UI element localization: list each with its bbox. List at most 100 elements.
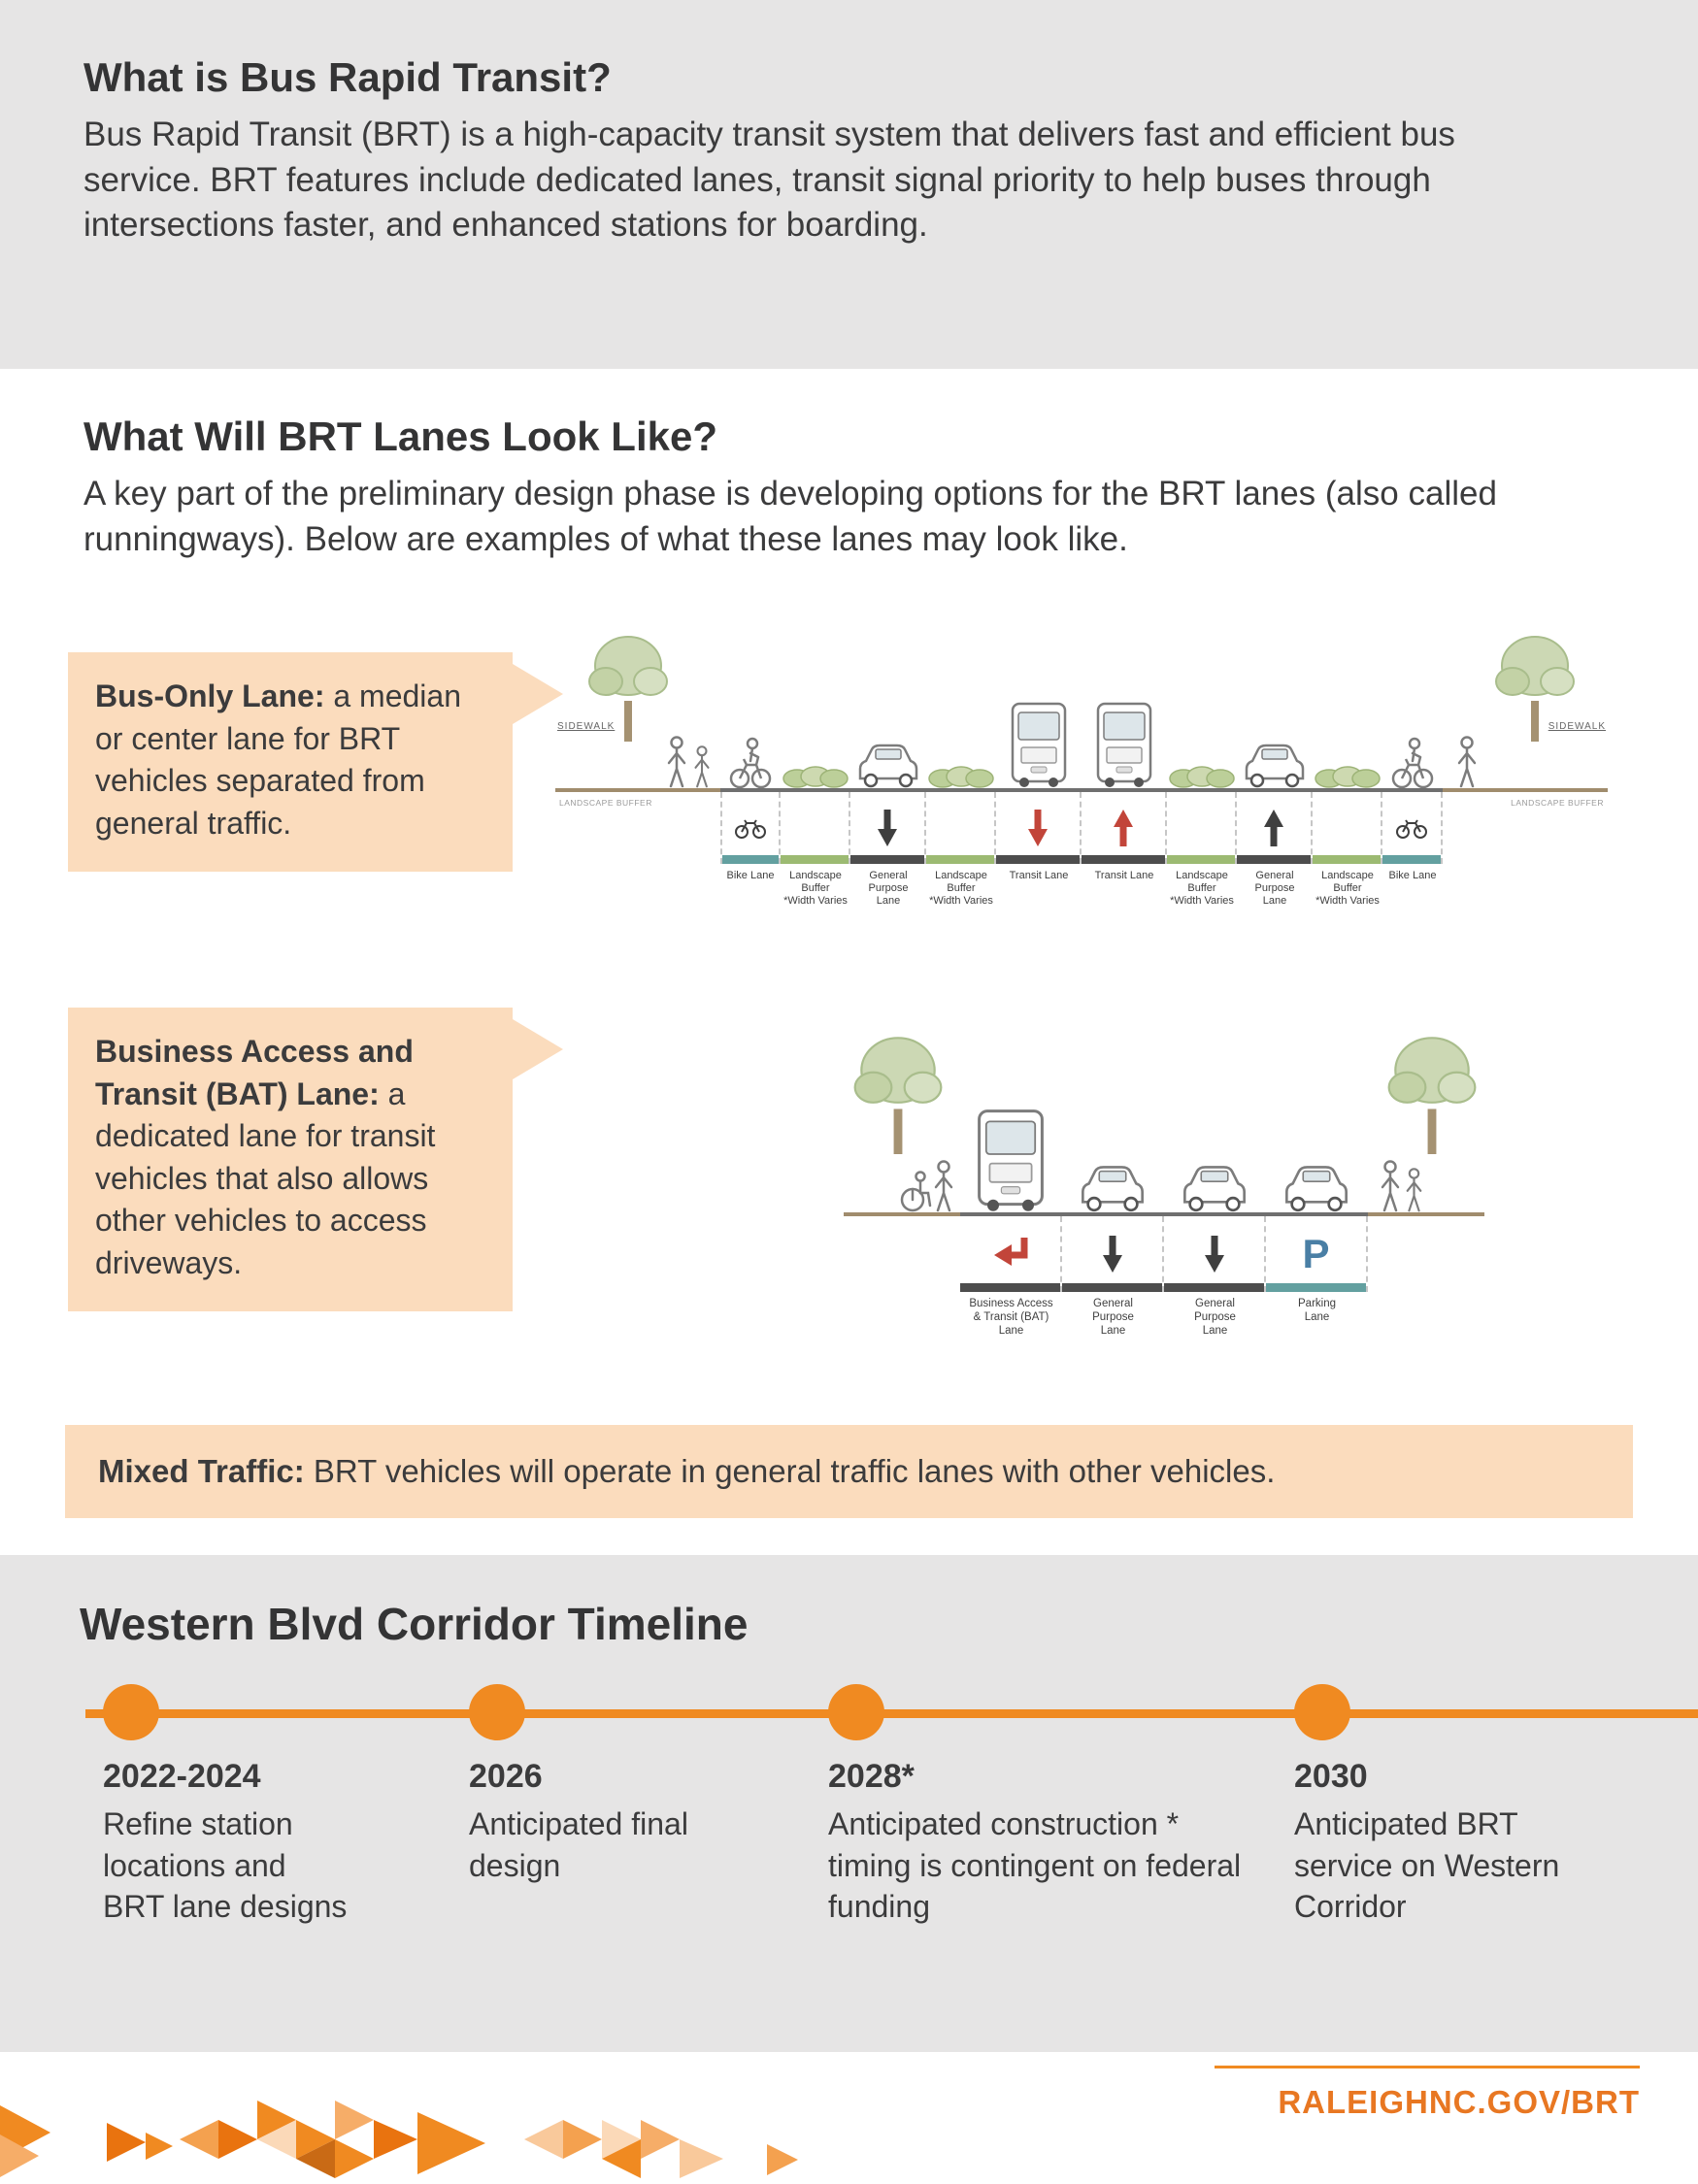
tree-icon: [853, 1037, 943, 1154]
legend-spacer: [844, 1216, 960, 1338]
milestone-desc: Refine station locations and BRT lane de…: [103, 1806, 348, 1925]
sidewalk-label: SIDEWALK: [557, 721, 616, 732]
sidewalk-right: [1368, 998, 1484, 1216]
bike-icon: [1396, 819, 1427, 839]
red-down-arrow-icon: [1028, 810, 1048, 846]
lane-buffer: Landscape Buffer*Width Varies: [1167, 792, 1237, 909]
lane-transit-south: Transit Lane: [996, 792, 1082, 909]
car-icon: [1183, 1166, 1246, 1212]
milestone-desc: Anticipated BRT service on Western Corri…: [1294, 1806, 1560, 1925]
person-icon: [667, 736, 686, 788]
footer: RALEIGHNC.GOV/BRT: [0, 2052, 1698, 2184]
bus-only-diagram: SIDEWALK SIDEWALK: [555, 619, 1608, 909]
bus-only-row: Bus-Only Lane: a median or center lane f…: [0, 619, 1698, 940]
lane-bike-left: Bike Lane: [720, 792, 781, 909]
triangle-pattern-decoration: [0, 2101, 798, 2178]
lane-label: Landscape Buffer*Width Varies: [929, 870, 993, 908]
down-arrow-icon: [1204, 1236, 1224, 1273]
bus-icon: [978, 1109, 1044, 1212]
lane-buffer: Landscape Buffer*Width Varies: [1313, 792, 1382, 909]
sidewalk-left: [844, 998, 960, 1216]
lane-label: Transit Lane: [1009, 870, 1069, 881]
timeline-milestone: 2022-2024 Refine station locations and B…: [103, 1755, 355, 1928]
mixed-traffic-callout: Mixed Traffic: BRT vehicles will operate…: [65, 1425, 1633, 1518]
milestone-desc: Anticipated final design: [469, 1806, 688, 1883]
bat-scene: [844, 998, 1484, 1216]
lane-buffer: Landscape Buffer*Width Varies: [926, 792, 996, 909]
milestone-year: 2028*: [828, 1758, 915, 1795]
bush-icon: [928, 766, 994, 788]
milestone-year: 2030: [1294, 1758, 1368, 1795]
bat-callout: Business Access and Transit (BAT) Lane: …: [68, 1008, 563, 1312]
lane-label: Landscape Buffer*Width Varies: [1315, 870, 1380, 908]
bus-only-scene: SIDEWALK SIDEWALK: [555, 625, 1608, 792]
timeline-dot: [103, 1684, 159, 1740]
street-cross-section: [720, 625, 1443, 792]
mixed-traffic-body: BRT vehicles will operate in general tra…: [313, 1453, 1276, 1489]
landscape-buffer-label: LANDSCAPE BUFFER: [559, 798, 652, 808]
lane-label: Transit Lane: [1094, 870, 1154, 881]
lanes-intro-section: What Will BRT Lanes Look Like? A key par…: [0, 369, 1698, 619]
legend-spacer: LANDSCAPE BUFFER: [1443, 792, 1608, 909]
milestone-year: 2026: [469, 1758, 543, 1795]
person-icon: [1381, 1160, 1400, 1212]
street-cross-section: [960, 998, 1368, 1216]
down-arrow-icon: [878, 810, 897, 846]
raleigh-brt-link[interactable]: RALEIGHNC.GOV/BRT: [1278, 2084, 1640, 2120]
bike-rider-icon: [729, 737, 772, 788]
lane-transit-north: Transit Lane: [1082, 792, 1167, 909]
person-icon: [694, 745, 710, 788]
timeline-milestone: 2028* Anticipated construction * timing …: [828, 1755, 1265, 1928]
timeline-section: Western Blvd Corridor Timeline 2022-2024…: [0, 1555, 1698, 2052]
milestone-year: 2022-2024: [103, 1758, 261, 1795]
intro-section: What is Bus Rapid Transit? Bus Rapid Tra…: [0, 0, 1698, 369]
lane-label: Landscape Buffer*Width Varies: [783, 870, 848, 908]
sidewalk-right: SIDEWALK: [1443, 625, 1608, 792]
down-arrow-icon: [1102, 1236, 1122, 1273]
person-icon: [934, 1160, 953, 1212]
tree-icon: [1387, 1037, 1477, 1154]
bike-icon: [735, 819, 766, 839]
intro-title: What is Bus Rapid Transit?: [83, 54, 612, 100]
wheelchair-person-icon: [900, 1171, 932, 1212]
bat-diagram: Business Access& Transit (BAT)Lane Gener…: [844, 969, 1484, 1338]
person-icon: [1406, 1168, 1422, 1212]
bus-only-callout-body: a median or center lane for BRT vehicles…: [95, 678, 461, 841]
mixed-traffic-heading: Mixed Traffic:: [98, 1453, 305, 1489]
bush-icon: [1169, 766, 1235, 788]
milestone-desc: Anticipated construction * timing is con…: [828, 1806, 1242, 1925]
car-icon: [1285, 1166, 1348, 1212]
bus-icon: [1011, 702, 1067, 788]
legend-spacer: LANDSCAPE BUFFER: [555, 792, 720, 909]
car-icon: [858, 744, 918, 788]
bat-callout-heading: Business Access and Transit (BAT) Lane:: [95, 1034, 414, 1111]
left-turn-arrow-icon: [993, 1238, 1027, 1266]
timeline-milestone: 2026 Anticipated final design: [469, 1755, 692, 1886]
bush-icon: [1315, 766, 1381, 788]
bus-only-callout: Bus-Only Lane: a median or center lane f…: [68, 652, 563, 873]
bat-callout-body: a dedicated lane for transit vehicles th…: [95, 1075, 436, 1280]
intro-body: Bus Rapid Transit (BRT) is a high-capaci…: [83, 116, 1455, 245]
lane-label: Bike Lane: [1388, 870, 1437, 881]
bush-icon: [782, 766, 849, 788]
sidewalk-left: SIDEWALK: [555, 625, 720, 792]
bat-lane-legend: Business Access& Transit (BAT)Lane Gener…: [844, 1216, 1484, 1338]
lane-label: Business Access& Transit (BAT)Lane: [969, 1298, 1053, 1337]
car-icon: [1082, 1166, 1144, 1212]
car-icon: [1245, 744, 1305, 788]
bat-row: Business Access and Transit (BAT) Lane: …: [0, 969, 1698, 1406]
timeline-milestone: 2030 Anticipated BRT service on Western …: [1294, 1755, 1595, 1928]
parking-symbol: P: [1302, 1231, 1330, 1276]
bike-rider-icon: [1391, 737, 1434, 788]
lane-bat: Business Access& Transit (BAT)Lane: [960, 1216, 1062, 1338]
timeline-dot: [469, 1684, 525, 1740]
lane-label: Landscape Buffer*Width Varies: [1170, 870, 1234, 908]
lanes-intro-body: A key part of the preliminary design pha…: [83, 475, 1497, 558]
